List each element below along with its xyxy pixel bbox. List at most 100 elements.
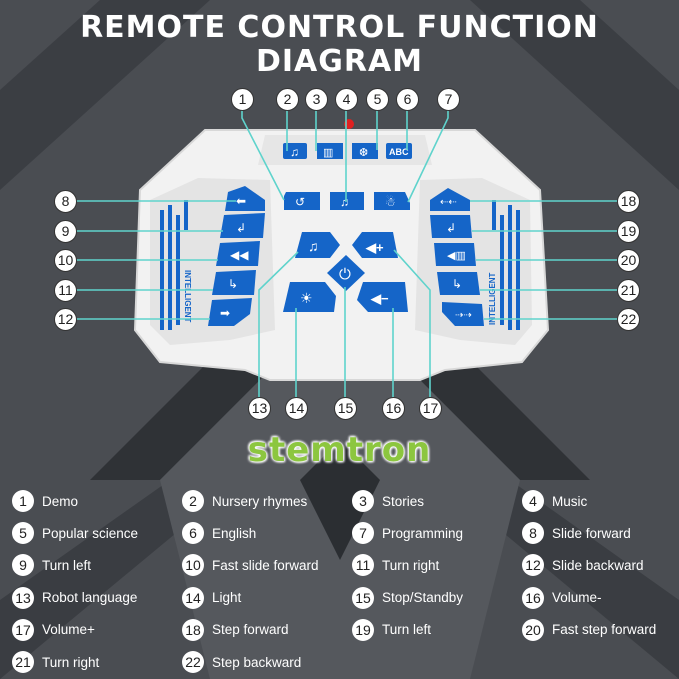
button-fast-slide-forward[interactable]: [216, 241, 260, 266]
legend-number: 19: [352, 618, 374, 641]
callout-14: 14: [285, 397, 308, 420]
callout-15: 15: [334, 397, 357, 420]
button-robot-language[interactable]: [295, 232, 340, 258]
legend-label: Turn right: [382, 557, 440, 573]
legend-label: Turn left: [42, 557, 92, 573]
leader-line-7: [407, 110, 449, 203]
stemtron-logo: stemtron: [247, 430, 432, 470]
legend-label: Turn right: [42, 654, 100, 670]
button-volume-up[interactable]: [352, 232, 398, 258]
button-slide-forward[interactable]: [225, 186, 265, 211]
step-turn-right-icon: ↳: [452, 277, 462, 291]
arrow-right-icon: ➡: [220, 306, 230, 320]
button-english[interactable]: [386, 143, 412, 159]
legend-item: 9 Turn left: [12, 549, 182, 581]
callout-2: 2: [276, 88, 299, 111]
legend-label: Turn left: [382, 622, 432, 638]
legend-label: Step backward: [212, 654, 302, 670]
button-light[interactable]: [283, 282, 336, 312]
button-music[interactable]: [330, 192, 364, 210]
legend-label: Popular science: [42, 525, 139, 541]
fast-step-icon: ◀▥: [447, 250, 466, 262]
book-icon: ▥: [323, 147, 333, 159]
button-turn-left[interactable]: [220, 213, 265, 238]
button-popular-science[interactable]: [352, 143, 378, 159]
legend-label: Robot language: [42, 590, 138, 606]
callout-1: 1: [231, 88, 254, 111]
button-step-forward[interactable]: [430, 188, 470, 211]
rewind-icon: ◀◀: [230, 248, 249, 262]
step-backward-icon: ⇢⇢: [455, 310, 472, 321]
turn-right-icon: ↳: [228, 277, 238, 291]
volume-up-icon: ◀+: [365, 240, 384, 255]
legend-label: Fast step forward: [552, 622, 657, 638]
legend-number: 11: [352, 554, 374, 577]
legend-label: Volume+: [42, 622, 95, 638]
button-stories[interactable]: [317, 143, 343, 159]
light-bulb-icon: ☀: [300, 290, 313, 306]
legend-label: Music: [552, 493, 588, 509]
power-icon: ⏻: [339, 266, 351, 283]
abc-icon: ABC: [389, 147, 409, 157]
callout-6: 6: [396, 88, 419, 111]
legend-number: 4: [522, 490, 544, 513]
dancing-robot-icon: ☃: [385, 194, 396, 209]
step-forward-icon: ⇠⇠: [440, 197, 457, 208]
side-text-left: INTELLIGENT: [183, 270, 192, 323]
legend-number: 18: [182, 618, 204, 641]
legend-item: 11 Turn right: [352, 549, 522, 581]
left-stripes: [160, 200, 188, 330]
step-turn-left-icon: ↲: [446, 221, 456, 235]
button-slide-backward[interactable]: [208, 298, 252, 326]
button-demo[interactable]: [284, 192, 320, 210]
title-line-1: REMOTE CONTROL FUNCTION: [80, 10, 599, 45]
callout-4: 4: [335, 88, 358, 111]
atom-icon: ❆: [359, 147, 368, 159]
legend-number: 8: [522, 522, 544, 545]
callout-16: 16: [382, 397, 405, 420]
button-step-turn-left[interactable]: [430, 215, 472, 238]
button-turn-right[interactable]: [212, 270, 256, 295]
callout-7: 7: [437, 88, 460, 111]
leader-line-1: [241, 110, 285, 201]
legend-item: 18 Step forward: [182, 614, 352, 646]
callout-22: 22: [617, 308, 640, 331]
callout-10: 10: [54, 249, 77, 272]
legend-item: 4 Music: [522, 485, 679, 517]
button-programming[interactable]: [374, 192, 410, 210]
button-nursery-rhymes[interactable]: [283, 143, 307, 159]
legend-label: English: [212, 525, 257, 541]
legend-number: 9: [12, 554, 34, 577]
button-volume-down[interactable]: [357, 282, 408, 312]
callout-19: 19: [617, 220, 640, 243]
legend-label: Fast slide forward: [212, 557, 319, 573]
legend-number: 6: [182, 522, 204, 545]
volume-down-icon: ◀−: [370, 291, 389, 306]
legend-number: 22: [182, 651, 204, 674]
callout-13: 13: [248, 397, 271, 420]
button-step-turn-right[interactable]: [437, 272, 480, 295]
legend-label: Slide backward: [552, 557, 644, 573]
button-step-backward[interactable]: [442, 302, 484, 326]
button-fast-step-forward[interactable]: [434, 243, 476, 266]
legend-number: 5: [12, 522, 34, 545]
legend-item: 19 Turn left: [352, 614, 522, 646]
arrow-left-icon: ⬅: [236, 194, 246, 208]
legend-label: Light: [212, 590, 242, 606]
callout-5: 5: [366, 88, 389, 111]
legend-label: Volume-: [552, 590, 602, 606]
callout-9: 9: [54, 220, 77, 243]
button-power[interactable]: [327, 255, 365, 291]
legend-label: Step forward: [212, 622, 289, 638]
